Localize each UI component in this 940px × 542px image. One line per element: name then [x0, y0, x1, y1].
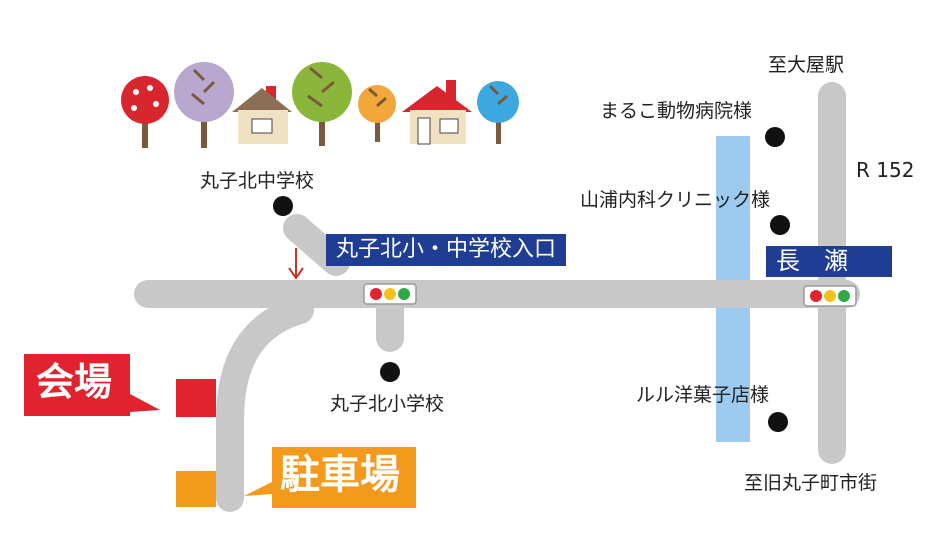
tree-icon [174, 62, 234, 148]
traffic-signal-icon [803, 285, 857, 307]
animal-hospital-label: まるこ動物病院様 [600, 100, 753, 122]
animal-hospital-marker [765, 127, 785, 147]
parking-callout-bubble [244, 447, 416, 508]
elementary-label: 丸子北小学校 [330, 393, 445, 415]
school-entrance-banner: 丸子北小・中学校入口 [326, 234, 567, 266]
tree-icon [477, 81, 519, 144]
venue-callout-bubble [24, 354, 160, 416]
junior-high-label: 丸子北中学校 [200, 170, 315, 192]
to-old-town-label: 至旧丸子町市街 [744, 472, 878, 494]
house-icon [402, 80, 472, 145]
venue-marker [176, 379, 216, 417]
traffic-signal-icon [363, 283, 417, 305]
pointer-arrow-icon [288, 248, 304, 280]
parking-marker [176, 471, 216, 507]
to-station-label: 至大屋駅 [768, 54, 845, 76]
venue-access-road [216, 296, 314, 512]
house-icon [232, 86, 292, 144]
place-markers [273, 127, 790, 432]
clinic-label: 山浦内科クリニック様 [580, 189, 771, 211]
confectionery-label: ルル洋菓子店様 [636, 384, 770, 406]
tree-icon [121, 76, 169, 148]
elementary-marker [380, 362, 400, 382]
confectionery-marker [768, 412, 788, 432]
venue-callout: 会場 [36, 360, 113, 404]
route-label: R 152 [856, 158, 915, 182]
tree-icon [292, 62, 352, 146]
tree-icon [358, 85, 396, 142]
parking-callout: 駐車場 [280, 452, 400, 498]
clinic-marker [770, 215, 790, 235]
decoration-row [121, 62, 519, 148]
junior-high-marker [273, 196, 293, 216]
nagase-banner: 長 瀬 [766, 246, 892, 277]
